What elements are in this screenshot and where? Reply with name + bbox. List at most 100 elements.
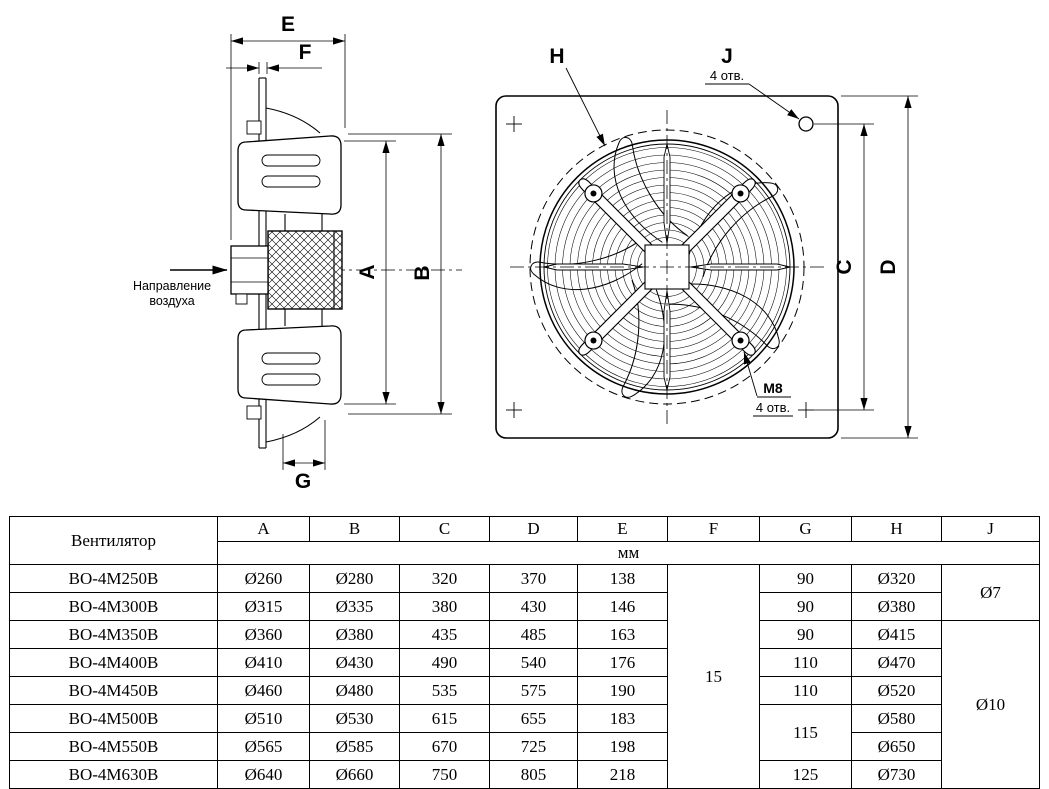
cell-c: 380 xyxy=(399,592,490,621)
table-row: ВО-4М300В Ø315 Ø335 380 430 146 90 Ø380 xyxy=(9,592,1040,621)
col-header-j: J xyxy=(941,516,1040,542)
col-header-g: G xyxy=(759,516,852,542)
cell-a: Ø410 xyxy=(217,648,310,677)
cell-b: Ø280 xyxy=(309,564,400,593)
cell-g: 110 xyxy=(759,648,852,677)
cell-h: Ø415 xyxy=(851,620,942,649)
model-cell: ВО-4М300В xyxy=(9,592,218,621)
cell-c: 670 xyxy=(399,732,490,761)
leader-h xyxy=(565,67,606,147)
cell-h: Ø520 xyxy=(851,676,942,705)
cell-a: Ø260 xyxy=(217,564,310,593)
table-row: ВО-4М350В Ø360 Ø380 435 485 163 90 Ø415 … xyxy=(9,620,1040,789)
dimension-c xyxy=(814,123,874,411)
col-header-a: A xyxy=(217,516,310,542)
cell-j-merged-bottom: Ø10 xyxy=(941,620,1040,789)
side-view xyxy=(170,34,462,470)
cell-d: 805 xyxy=(489,760,578,789)
cell-b: Ø480 xyxy=(309,676,400,705)
cell-e: 198 xyxy=(577,732,668,761)
cell-c: 435 xyxy=(399,620,490,649)
cell-b: Ø335 xyxy=(309,592,400,621)
cell-b: Ø530 xyxy=(309,704,400,733)
cell-c: 320 xyxy=(399,564,490,593)
cell-f-merged: 15 xyxy=(667,564,760,789)
cell-d: 725 xyxy=(489,732,578,761)
model-cell: ВО-4М630В xyxy=(9,760,218,789)
cell-g: 90 xyxy=(759,564,852,593)
table-row: ВО-4М400В Ø410 Ø430 490 540 176 110 Ø470 xyxy=(9,648,1040,677)
table-row: ВО-4М550В Ø565 Ø585 670 725 198 Ø650 xyxy=(9,732,1040,761)
joint-detail-bottom xyxy=(246,405,262,420)
cell-j-merged-top: Ø7 xyxy=(941,564,1040,621)
front-view xyxy=(495,67,918,439)
model-cell: ВО-4М500В xyxy=(9,704,218,733)
j-holes-note: 4 отв. xyxy=(710,68,744,83)
dimension-b xyxy=(348,133,452,415)
dimension-a xyxy=(344,140,396,405)
cell-e: 146 xyxy=(577,592,668,621)
cell-h: Ø580 xyxy=(851,704,942,733)
air-direction-label-line2: воздуха xyxy=(149,294,194,308)
dim-label-f: F xyxy=(299,41,312,64)
table-row: ВО-4М500В Ø510 Ø530 615 655 183 115 Ø580 xyxy=(9,704,1040,761)
cell-e: 163 xyxy=(577,620,668,649)
dim-label-a: A xyxy=(356,264,379,279)
col-header-d: D xyxy=(489,516,578,542)
model-cell: ВО-4М550В xyxy=(9,732,218,761)
table-row: ВО-4М450В Ø460 Ø480 535 575 190 110 Ø520 xyxy=(9,676,1040,705)
cell-b: Ø430 xyxy=(309,648,400,677)
hole-mark-bottom-right xyxy=(798,402,814,418)
col-header-c: C xyxy=(399,516,490,542)
bolt-holes-note: 4 отв. xyxy=(756,400,790,415)
units-cell: мм xyxy=(217,541,1040,565)
col-header-b: B xyxy=(309,516,400,542)
mounting-hole-top-right xyxy=(798,116,814,132)
cell-d: 540 xyxy=(489,648,578,677)
cell-g-merged: 115 xyxy=(759,704,852,761)
cell-c: 490 xyxy=(399,648,490,677)
air-direction-label-line1: Направление xyxy=(133,279,211,293)
model-cell: ВО-4М450В xyxy=(9,676,218,705)
model-cell: ВО-4М350В xyxy=(9,620,218,649)
dimensions-table: Вентилятор A B C D E F G H J мм ВО-4М250… xyxy=(9,516,1040,789)
dimension-f xyxy=(226,62,322,74)
table-row: ВО-4М630В Ø640 Ø660 750 805 218 125 Ø730 xyxy=(9,760,1040,789)
cell-g: 110 xyxy=(759,676,852,705)
cell-c: 750 xyxy=(399,760,490,789)
cell-h: Ø470 xyxy=(851,648,942,677)
cell-c: 535 xyxy=(399,676,490,705)
dim-label-c: C xyxy=(833,259,856,274)
cell-a: Ø360 xyxy=(217,620,310,649)
bolt-size-label: M8 xyxy=(763,380,783,396)
leader-j xyxy=(705,83,800,120)
cell-b: Ø380 xyxy=(309,620,400,649)
col-header-h: H xyxy=(851,516,942,542)
col-header-e: E xyxy=(577,516,668,542)
cell-b: Ø585 xyxy=(309,732,400,761)
cell-e: 138 xyxy=(577,564,668,593)
fan-column-header: Вентилятор xyxy=(9,516,218,565)
cell-e: 183 xyxy=(577,704,668,733)
leader-m8 xyxy=(743,351,793,417)
cell-d: 370 xyxy=(489,564,578,593)
cell-c: 615 xyxy=(399,704,490,733)
impeller-top xyxy=(237,135,342,215)
cell-g: 90 xyxy=(759,620,852,649)
dimension-g xyxy=(282,420,326,470)
cell-h: Ø730 xyxy=(851,760,942,789)
grille-spokes xyxy=(578,178,756,356)
cell-h: Ø380 xyxy=(851,592,942,621)
cell-e: 176 xyxy=(577,648,668,677)
hole-mark-bottom-left xyxy=(506,402,522,418)
table-row: ВО-4М250В Ø260 Ø280 320 370 138 15 90 Ø3… xyxy=(9,564,1040,789)
cell-a: Ø510 xyxy=(217,704,310,733)
cell-d: 575 xyxy=(489,676,578,705)
dimension-d xyxy=(841,95,918,439)
dim-label-e: E xyxy=(281,13,295,36)
cell-h: Ø320 xyxy=(851,564,942,593)
dim-label-b: B xyxy=(411,265,434,280)
model-cell: ВО-4М250В xyxy=(9,564,218,593)
cell-a: Ø315 xyxy=(217,592,310,621)
